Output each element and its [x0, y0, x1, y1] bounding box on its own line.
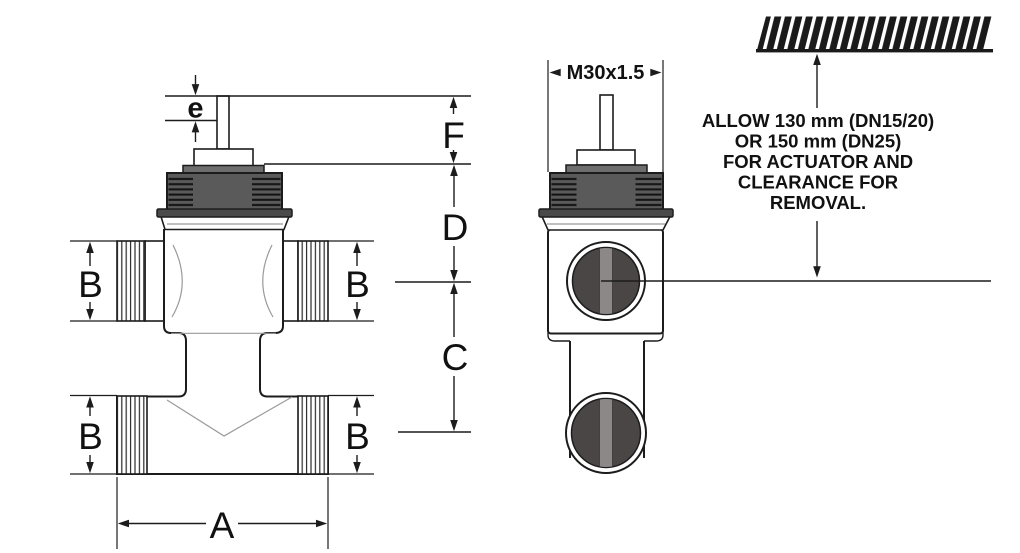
dim-label-C: C: [442, 337, 469, 378]
thread-spec-dim: M30x1.5: [549, 62, 662, 84]
stem-plate: [576, 149, 636, 166]
bonnet-flange: [156, 208, 293, 218]
dim-label-B: B: [78, 264, 103, 305]
pipe-thread-lower-right: [297, 395, 329, 475]
pipe-thread: [116, 240, 146, 322]
front-upper-port-left: [116, 240, 165, 322]
port-neck: [282, 240, 299, 322]
note-line-5: REMOVAL.: [770, 192, 866, 213]
dim-label-F: F: [442, 115, 465, 156]
dim-label-e: e: [187, 93, 203, 125]
pipe-thread: [297, 240, 329, 322]
note-line-1: ALLOW 130 mm (DN15/20): [702, 110, 934, 131]
bonnet-thread-lines: [551, 176, 577, 207]
thread-spec-label: M30x1.5: [567, 62, 645, 84]
side-bonnet-assembly: [538, 94, 674, 231]
front-upper-port-right: [282, 240, 329, 322]
dim-D: D: [395, 164, 471, 283]
stem-plate: [193, 148, 254, 167]
dim-e: e: [165, 75, 471, 142]
front-interior-details: [166, 244, 293, 437]
dim-label-B: B: [345, 264, 370, 305]
note-line-2: OR 150 mm (DN25): [735, 131, 902, 152]
gland-plate: [565, 164, 648, 174]
dim-label-A: A: [210, 505, 235, 546]
bonnet-thread-lines: [168, 176, 193, 208]
dim-label-D: D: [442, 207, 469, 248]
dim-A: A: [116, 477, 329, 549]
side-lower-port: [565, 392, 647, 474]
dim-B-lower: B B: [70, 394, 374, 475]
disc-slot: [599, 399, 613, 467]
side-shoulder-right: [644, 330, 664, 342]
dim-B-upper: B B: [70, 240, 374, 322]
dim-F: F: [264, 96, 471, 165]
bonnet-thread-lines: [635, 176, 662, 207]
ceiling-hatch: [756, 16, 993, 53]
front-bonnet-assembly: [156, 95, 293, 231]
note-line-3: FOR ACTUATOR AND: [723, 151, 913, 172]
port-neck: [144, 240, 165, 322]
note-line-4: CLEARANCE FOR: [738, 172, 898, 193]
dim-C: C: [398, 282, 471, 433]
bonnet-neck: [159, 215, 291, 231]
clearance-dimension: ALLOW 130 mm (DN15/20) OR 150 mm (DN25) …: [702, 53, 934, 278]
front-view: e F D C: [70, 75, 471, 549]
bonnet-thread-lines: [252, 176, 281, 208]
pipe-thread-lower-left: [116, 395, 148, 475]
clearance-note: ALLOW 130 mm (DN15/20) OR 150 mm (DN25) …: [702, 110, 934, 213]
side-view: M30x1.5 ALLOW 130 mm (DN15/20) OR 150 mm…: [538, 16, 993, 474]
bonnet-flange: [538, 208, 674, 218]
side-shoulder-left: [547, 330, 570, 342]
dim-label-B: B: [345, 416, 370, 457]
dim-label-B: B: [78, 416, 103, 457]
valve-stem: [599, 94, 614, 151]
valve-stem: [216, 95, 230, 150]
bonnet-neck: [540, 215, 672, 231]
